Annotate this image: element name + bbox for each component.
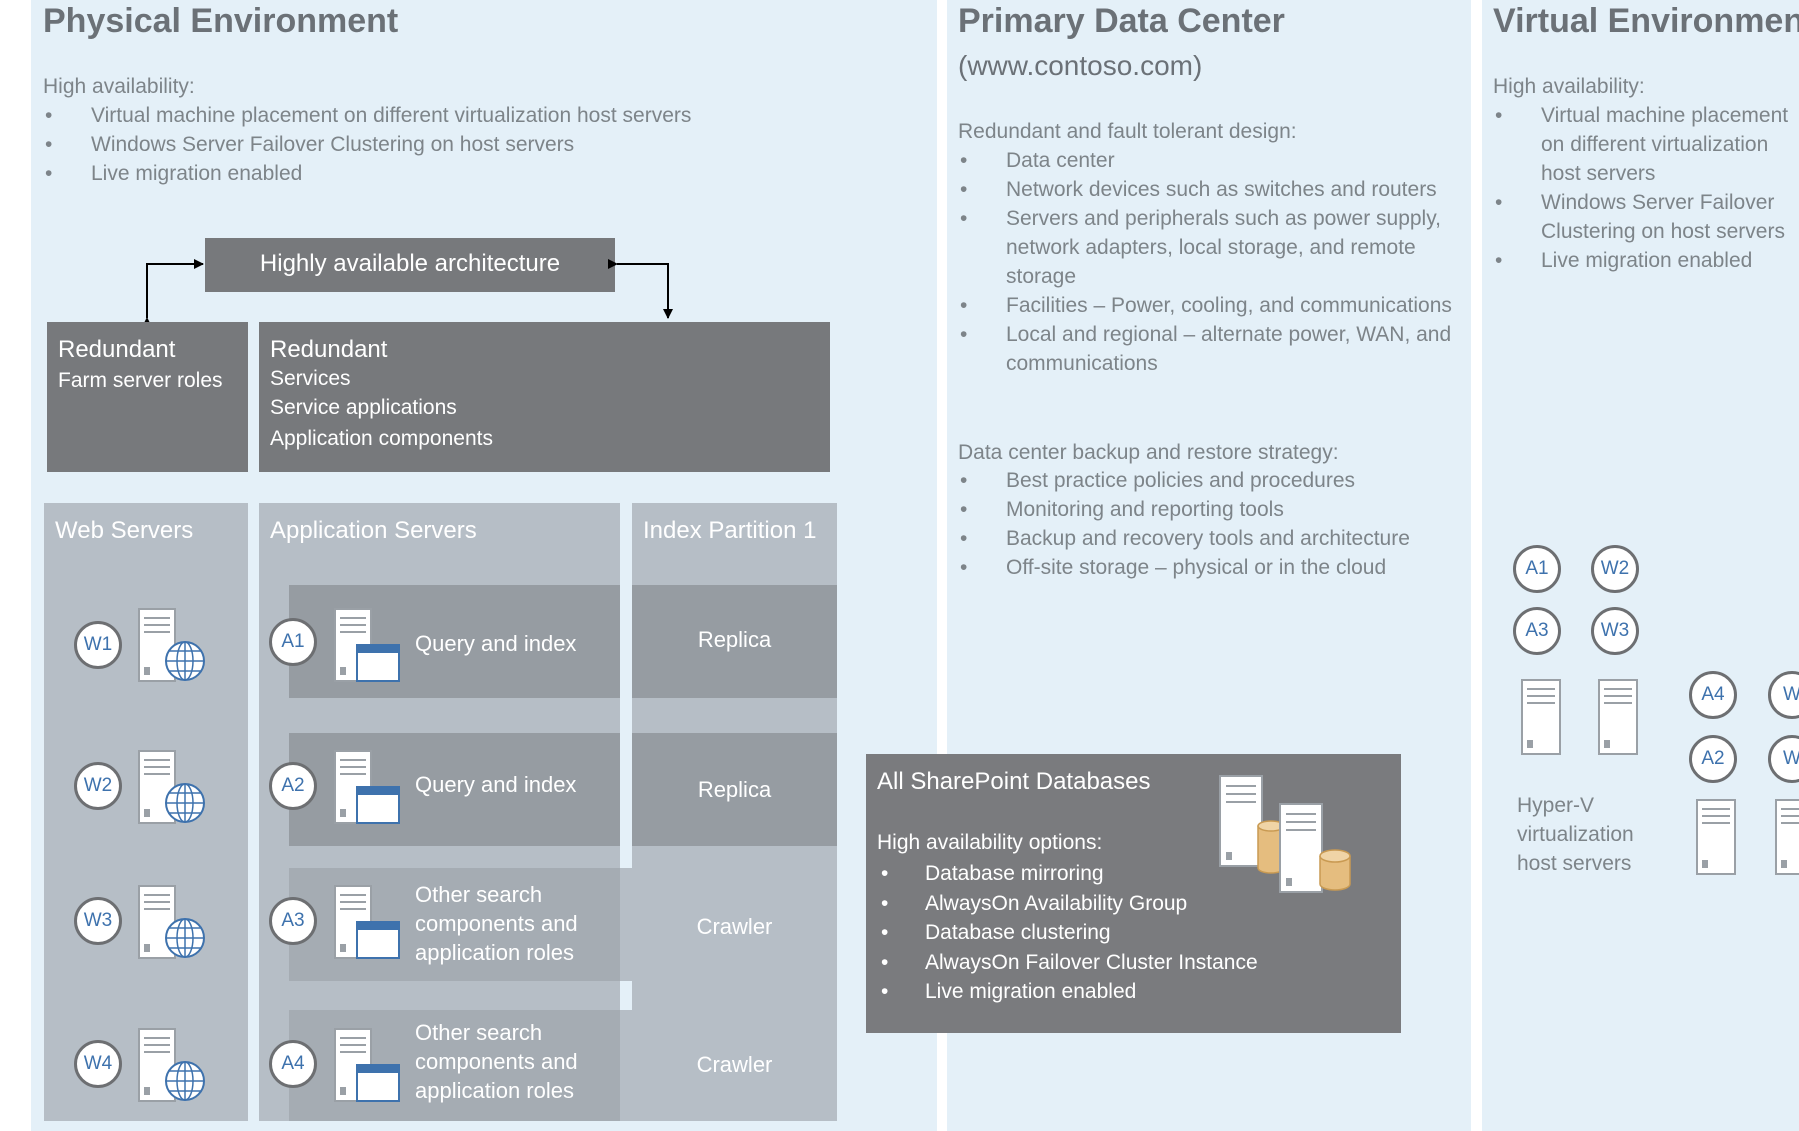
list-item: Data center — [958, 146, 1463, 175]
index-row-1 — [632, 585, 837, 698]
hyperv-label: Hyper-V virtualization host servers — [1517, 794, 1634, 875]
list-item: Database mirroring — [877, 859, 1317, 889]
app-row-label: Other search components and application … — [415, 882, 578, 965]
sharepoint-databases-box: All SharePoint Databases High availabili… — [866, 754, 1401, 1033]
list-item: Windows Server Failover Clustering on ho… — [1493, 188, 1799, 246]
virtual-title: Virtual Environment — [1493, 2, 1799, 40]
web-server-badge: W1 — [74, 621, 122, 669]
vm-badge: W3 — [1591, 607, 1639, 655]
list-item: Live migration enabled — [877, 977, 1317, 1007]
web-server-icon — [137, 1027, 207, 1110]
web-server-badge: W2 — [74, 762, 122, 810]
vm-badge: A3 — [1513, 607, 1561, 655]
app-server-badge: A3 — [269, 897, 317, 945]
web-server-badge: W3 — [74, 897, 122, 945]
databases-options-label: High availability options: — [877, 831, 1103, 854]
vm-badge: A4 — [1689, 671, 1737, 719]
database-server-icon — [1219, 775, 1351, 893]
index-row-2 — [632, 733, 837, 846]
list-item: AlwaysOn Availability Group — [877, 889, 1317, 919]
app-server-icon — [333, 884, 403, 967]
vm-badge: W — [1768, 671, 1799, 719]
host-server-icon — [1520, 678, 1562, 761]
index-partition-heading: Index Partition 1 — [643, 517, 817, 544]
app-row-label: Query and index — [415, 772, 577, 797]
vm-badge: A1 — [1513, 545, 1561, 593]
index-cell-label: Crawler — [696, 914, 773, 939]
app-server-badge: A2 — [269, 762, 317, 810]
backup-strategy-list: Best practice policies and procedures Mo… — [958, 466, 1463, 582]
list-item: Local and regional – alternate power, WA… — [958, 320, 1463, 378]
list-item: Live migration enabled — [43, 159, 923, 188]
index-row-4 — [620, 1010, 837, 1121]
app-row-label: Other search components and application … — [415, 1020, 578, 1103]
redundant-services-box: Redundant Services Service applications … — [259, 322, 830, 472]
backup-strategy-label: Data center backup and restore strategy: — [958, 441, 1339, 464]
web-server-icon — [137, 749, 207, 832]
virtual-ha-label: High availability: — [1493, 75, 1645, 98]
primary-title: Primary Data Center — [958, 2, 1285, 40]
redundant-farm-line: Farm server roles — [58, 369, 223, 392]
list-item: Virtual machine placement on different v… — [1493, 101, 1799, 188]
physical-title: Physical Environment — [43, 2, 399, 40]
databases-options-list: Database mirroring AlwaysOn Availability… — [877, 859, 1317, 1007]
web-server-icon — [137, 884, 207, 967]
list-item: Network devices such as switches and rou… — [958, 175, 1463, 204]
physical-ha-list: Virtual machine placement on different v… — [43, 101, 923, 188]
app-server-badge: A1 — [269, 618, 317, 666]
databases-title: All SharePoint Databases — [877, 768, 1151, 795]
web-servers-heading: Web Servers — [55, 517, 194, 544]
app-server-icon — [333, 1027, 403, 1110]
redundant-design-label: Redundant and fault tolerant design: — [958, 120, 1297, 143]
redundant-services-line: Services — [270, 367, 351, 390]
list-item: Monitoring and reporting tools — [958, 495, 1463, 524]
host-server-icon — [1597, 678, 1639, 761]
app-row-label: Query and index — [415, 631, 577, 656]
redundant-services-line: Service applications — [270, 396, 457, 419]
virtual-environment-panel: Virtual Environment High availability: V… — [1482, 0, 1799, 1131]
physical-environment-panel: Physical Environment High availability: … — [31, 0, 937, 1131]
list-item: Backup and recovery tools and architectu… — [958, 524, 1463, 553]
left-arrow — [142, 259, 204, 327]
web-server-icon — [137, 607, 207, 690]
list-item: Virtual machine placement on different v… — [43, 101, 923, 130]
list-item: Best practice policies and procedures — [958, 466, 1463, 495]
redundant-design-list: Data center Network devices such as swit… — [958, 146, 1463, 378]
web-server-badge: W4 — [74, 1040, 122, 1088]
app-server-icon — [333, 749, 403, 832]
vm-badge: W2 — [1591, 545, 1639, 593]
vm-badge: W — [1768, 735, 1799, 783]
redundant-farm-heading: Redundant — [58, 336, 176, 363]
list-item: Servers and peripherals such as power su… — [958, 204, 1463, 291]
host-server-icon — [1695, 798, 1737, 881]
list-item: Live migration enabled — [1493, 246, 1799, 275]
app-server-icon — [333, 607, 403, 690]
right-arrow — [608, 259, 673, 319]
connector-arrows — [142, 259, 673, 327]
redundant-farm-box: Redundant Farm server roles — [47, 322, 248, 472]
list-item: Off-site storage – physical or in the cl… — [958, 553, 1463, 582]
app-servers-heading: Application Servers — [270, 517, 477, 544]
index-cell-label: Replica — [697, 777, 772, 802]
ha-architecture-box: Highly available architecture — [205, 238, 615, 292]
physical-ha-label: High availability: — [43, 75, 195, 98]
host-server-icon — [1774, 798, 1799, 881]
primary-subtitle: (www.contoso.com) — [958, 50, 1203, 81]
list-item: AlwaysOn Failover Cluster Instance — [877, 948, 1317, 978]
virtual-ha-list: Virtual machine placement on different v… — [1493, 101, 1799, 275]
redundant-services-line: Application components — [270, 427, 493, 450]
ha-architecture-label: Highly available architecture — [259, 250, 561, 277]
list-item: Database clustering — [877, 918, 1317, 948]
index-row-3 — [620, 868, 837, 981]
index-cell-label: Replica — [697, 627, 772, 652]
list-item: Windows Server Failover Clustering on ho… — [43, 130, 923, 159]
list-item: Facilities – Power, cooling, and communi… — [958, 291, 1463, 320]
app-server-badge: A4 — [269, 1040, 317, 1088]
vm-badge: A2 — [1689, 735, 1737, 783]
index-cell-label: Crawler — [696, 1052, 773, 1077]
redundant-services-heading: Redundant — [270, 336, 388, 363]
